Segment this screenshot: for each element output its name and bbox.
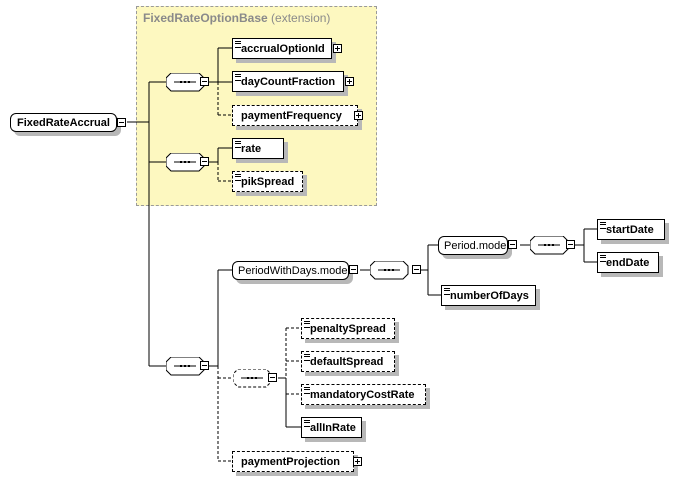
documentation-icon [444,288,450,295]
documentation-icon [600,255,606,262]
element-label: numberOfDays [450,289,529,302]
element-payment-projection[interactable]: paymentProjection [232,451,354,472]
element-rate[interactable]: rate [232,138,284,159]
element-label: startDate [606,223,654,236]
expand-icon[interactable] [345,77,354,86]
element-label: pikSpread [241,175,295,188]
element-payment-frequency[interactable]: paymentFrequency [232,105,358,126]
sequence-compositor-2[interactable] [166,153,205,172]
element-label: penaltySpread [310,322,386,335]
element-start-date[interactable]: startDate [597,219,665,240]
element-end-date[interactable]: endDate [597,252,659,273]
root-label: FixedRateAccrual [17,116,110,129]
expand-icon[interactable] [353,457,362,466]
element-all-in-rate[interactable]: allInRate [301,417,362,438]
documentation-icon [304,420,310,427]
documentation-icon [304,354,310,361]
element-label: accrualOptionId [241,42,325,55]
element-mandatory-cost-rate[interactable]: mandatoryCostRate [301,384,426,405]
sequence-compositor-5[interactable] [530,236,569,255]
documentation-icon [600,222,606,229]
element-penalty-spread[interactable]: penaltySpread [301,318,395,339]
documentation-icon [235,141,241,148]
element-label: paymentFrequency [241,109,342,122]
element-day-count-fraction[interactable]: dayCountFraction [232,71,344,92]
element-label: mandatoryCostRate [310,388,415,401]
group-period[interactable]: Period.model [438,236,509,255]
collapse-icon[interactable] [200,157,209,166]
group-label: Period.model [444,239,509,252]
element-label: defaultSpread [310,355,384,368]
element-label: paymentProjection [241,455,341,468]
sequence-compositor-3[interactable] [166,357,205,376]
element-label: rate [241,142,262,155]
extension-title: FixedRateOptionBase (extension) [143,11,330,25]
extension-kind: (extension) [271,11,331,25]
extension-base: FixedRateOptionBase [143,11,268,25]
documentation-icon [304,321,310,328]
collapse-icon[interactable] [508,240,517,249]
group-period-with-days[interactable]: PeriodWithDays.model [232,261,350,280]
documentation-icon [235,174,241,181]
element-number-of-days[interactable]: numberOfDays [441,285,536,306]
expand-icon[interactable] [333,44,342,53]
element-label: allInRate [310,421,356,434]
collapse-icon[interactable] [117,118,126,127]
sequence-compositor-4[interactable] [370,261,409,280]
element-default-spread[interactable]: defaultSpread [301,351,395,372]
element-accrual-option-id[interactable]: accrualOptionId [232,38,332,59]
root-element[interactable]: FixedRateAccrual [10,113,117,132]
element-pik-spread[interactable]: pikSpread [232,171,303,192]
collapse-icon[interactable] [566,240,575,249]
collapse-icon[interactable] [412,265,421,274]
collapse-icon[interactable] [268,373,277,382]
documentation-icon [304,387,310,394]
collapse-icon[interactable] [200,77,209,86]
collapse-icon[interactable] [349,265,358,274]
element-label: dayCountFraction [241,75,336,88]
sequence-compositor-6[interactable] [233,369,272,388]
documentation-icon [235,74,241,81]
group-label: PeriodWithDays.model [238,264,350,277]
sequence-compositor-1[interactable] [166,73,205,92]
collapse-icon[interactable] [200,361,209,370]
expand-icon[interactable] [354,111,363,120]
documentation-icon [235,41,241,48]
element-label: endDate [606,256,650,269]
